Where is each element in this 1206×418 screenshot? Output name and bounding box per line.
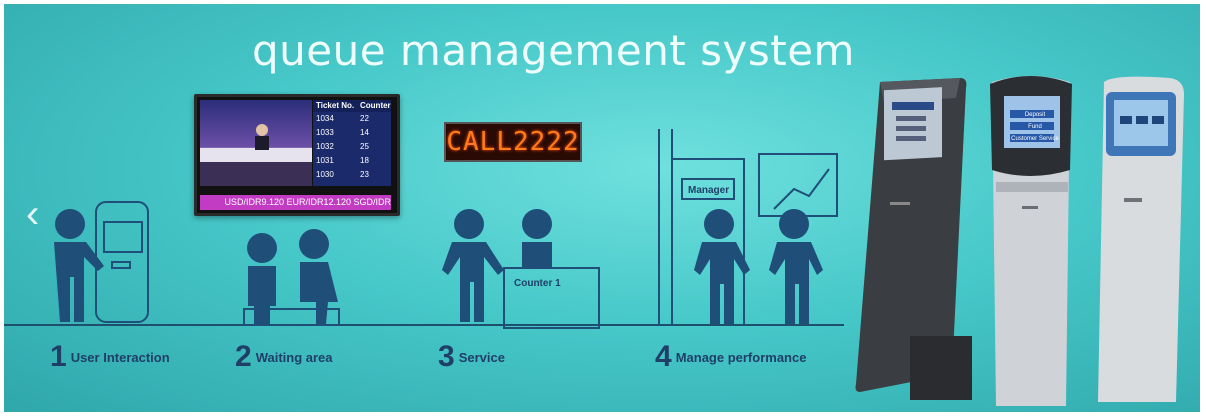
manager-label: Manager [688, 185, 729, 196]
service-counter-icon [442, 209, 600, 329]
chevron-left-icon[interactable]: ‹ [26, 192, 40, 236]
column-header-counter: Counter [360, 101, 391, 110]
manager-icon [658, 129, 838, 326]
counter-number: 18 [360, 156, 369, 165]
counter-label: Counter 1 [514, 278, 561, 289]
kiosk-white-image [1098, 76, 1184, 403]
table-row: 1032 25 [313, 140, 391, 154]
currency-ticker: USD/IDR9.120 EUR/IDR12.120 SGD/IDR [200, 195, 391, 210]
floor-line [4, 324, 844, 326]
table-row: 1034 22 [313, 112, 391, 126]
banner: queue management system ‹ › Ticket No. C… [4, 4, 1200, 412]
kiosk-buttons: Deposit Fund Customer Service [1010, 111, 1060, 147]
counter-number: 25 [360, 142, 369, 151]
step-label: Manage performance [675, 349, 807, 365]
ticket-number: 1032 [316, 142, 334, 151]
step-number: 3 [438, 340, 455, 373]
ticket-number: 1031 [316, 156, 334, 165]
kiosk-button-customer-service: Customer Service [1011, 136, 1059, 142]
news-video-area [200, 100, 312, 186]
table-row: 1031 18 [313, 154, 391, 168]
ticket-table-header: Ticket No. Counter [313, 100, 391, 112]
table-row: 1033 14 [313, 126, 391, 140]
kiosk-dark-image [855, 78, 972, 400]
ticket-number: 1034 [316, 114, 334, 123]
queue-process-illustration: Counter 1 Manager [54, 129, 838, 329]
counter-number: 22 [360, 114, 369, 123]
ticket-number: 1030 [316, 170, 334, 179]
ticket-number: 1033 [316, 128, 334, 137]
kiosk-button-deposit: Deposit [1024, 112, 1046, 118]
page-title: queue management system [252, 26, 855, 75]
waiting-people-icon [243, 229, 340, 326]
counter-number: 23 [360, 170, 369, 179]
step-label: User Interaction [70, 349, 170, 365]
step-number: 1 [50, 340, 67, 373]
table-row: 1030 23 [313, 168, 391, 182]
led-call-display: CALL2222 [444, 122, 582, 162]
user-at-kiosk-icon [54, 201, 149, 323]
counter-number: 14 [360, 128, 369, 137]
news-anchor-image [200, 124, 312, 186]
step-label: Service [458, 349, 505, 365]
kiosk-button-fund: Fund [1028, 124, 1042, 130]
column-header-ticket: Ticket No. [316, 101, 355, 110]
kiosk-silver-image [990, 76, 1072, 406]
step-number: 4 [655, 340, 672, 373]
step-label: Waiting area [255, 349, 333, 365]
step-number: 2 [235, 340, 252, 373]
